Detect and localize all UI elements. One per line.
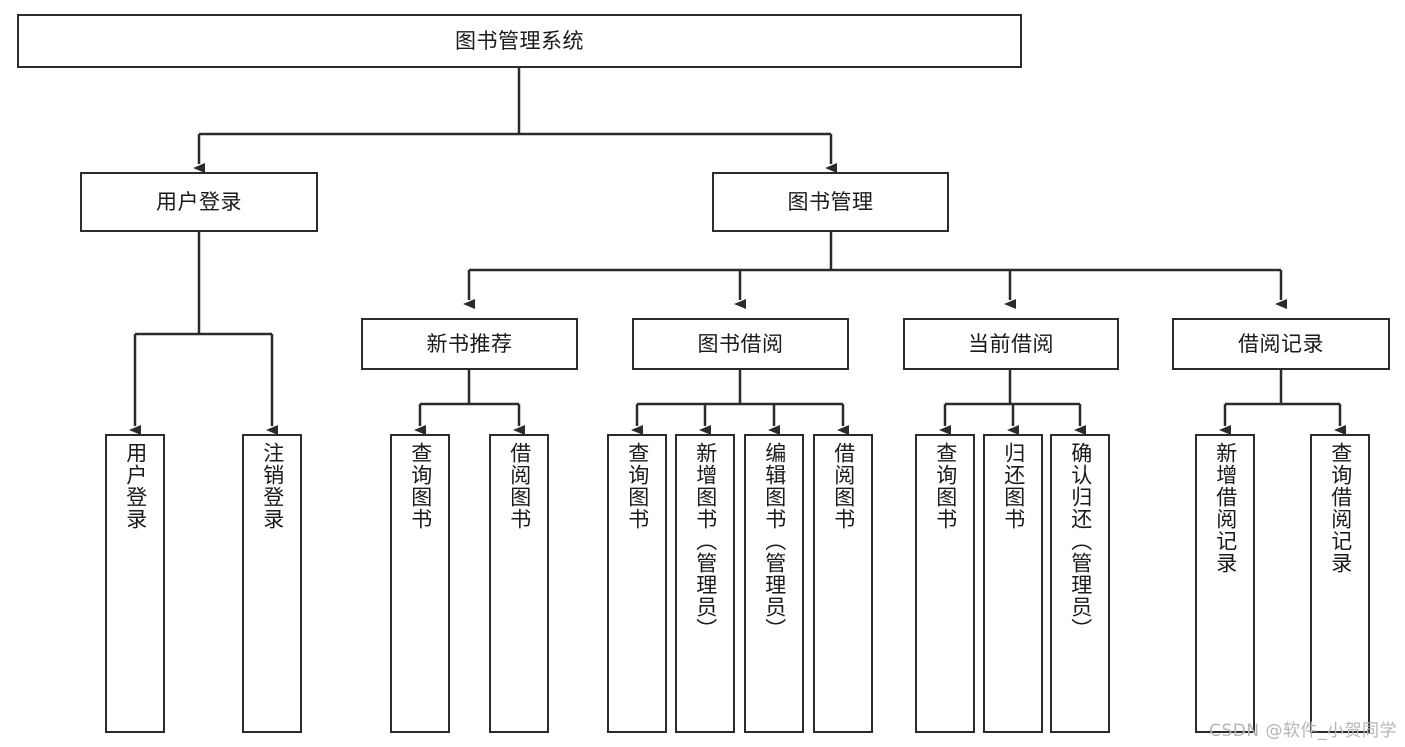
node-root[interactable]: 图书管理系统	[17, 14, 1022, 68]
node-user-login-label: 用户登录	[156, 189, 242, 214]
node-user-login[interactable]: 用户登录	[80, 172, 318, 232]
node-leaf-query-book-2[interactable]: 查询图书	[607, 434, 667, 733]
node-leaf-add-book-label: 新增图书（管理员）	[693, 442, 718, 640]
node-leaf-borrow-book-2-label: 借阅图书	[831, 442, 856, 530]
node-leaf-borrow-book-2[interactable]: 借阅图书	[813, 434, 873, 733]
node-leaf-confirm-return-label: 确认归还（管理员）	[1068, 442, 1093, 640]
node-current-borrow-label: 当前借阅	[968, 331, 1054, 356]
node-book-borrow-label: 图书借阅	[697, 331, 784, 356]
node-book-manage[interactable]: 图书管理	[712, 172, 949, 232]
node-current-borrow[interactable]: 当前借阅	[903, 318, 1119, 370]
node-new-book-recommend-label: 新书推荐	[426, 331, 513, 356]
node-borrow-record[interactable]: 借阅记录	[1172, 318, 1390, 370]
node-leaf-edit-book-label: 编辑图书（管理员）	[762, 442, 787, 640]
node-leaf-return-book[interactable]: 归还图书	[983, 434, 1043, 733]
node-book-borrow[interactable]: 图书借阅	[632, 318, 849, 370]
node-leaf-user-login[interactable]: 用户登录	[105, 434, 165, 733]
node-leaf-borrow-book-1-label: 借阅图书	[507, 442, 532, 530]
node-new-book-recommend[interactable]: 新书推荐	[361, 318, 578, 370]
node-leaf-add-record[interactable]: 新增借阅记录	[1195, 434, 1255, 733]
node-leaf-query-book-1-label: 查询图书	[408, 442, 433, 530]
node-leaf-user-logout-label: 注销登录	[260, 442, 285, 530]
node-leaf-edit-book[interactable]: 编辑图书（管理员）	[744, 434, 804, 733]
node-leaf-query-book-3[interactable]: 查询图书	[915, 434, 975, 733]
node-leaf-confirm-return[interactable]: 确认归还（管理员）	[1050, 434, 1110, 733]
node-leaf-query-book-3-label: 查询图书	[933, 442, 958, 530]
node-leaf-return-book-label: 归还图书	[1001, 442, 1026, 530]
node-leaf-query-book-1[interactable]: 查询图书	[390, 434, 450, 733]
node-leaf-user-logout[interactable]: 注销登录	[242, 434, 302, 733]
node-leaf-query-record[interactable]: 查询借阅记录	[1310, 434, 1370, 733]
node-leaf-borrow-book-1[interactable]: 借阅图书	[489, 434, 549, 733]
node-leaf-add-record-label: 新增借阅记录	[1213, 442, 1238, 574]
node-root-label: 图书管理系统	[455, 28, 584, 53]
node-book-manage-label: 图书管理	[787, 189, 874, 214]
node-leaf-query-record-label: 查询借阅记录	[1328, 442, 1353, 574]
node-borrow-record-label: 借阅记录	[1238, 331, 1324, 356]
node-leaf-add-book[interactable]: 新增图书（管理员）	[675, 434, 735, 733]
node-leaf-user-login-label: 用户登录	[123, 442, 148, 530]
node-leaf-query-book-2-label: 查询图书	[625, 442, 650, 530]
